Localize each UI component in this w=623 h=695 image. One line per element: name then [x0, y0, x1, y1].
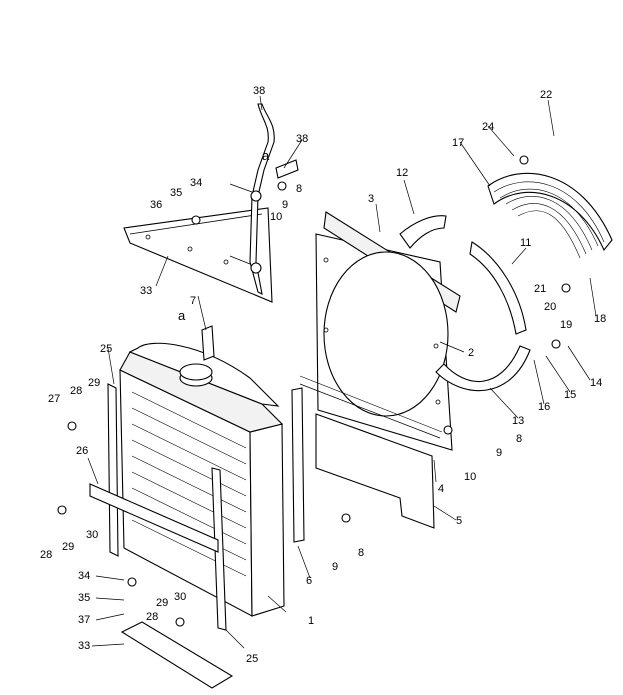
- part-12-shroud-segment: [399, 215, 447, 249]
- part-5-seal-plate: [315, 413, 435, 529]
- callout-12: 12: [396, 167, 408, 179]
- callout-31: 33: [140, 285, 152, 297]
- callout-25b: 25: [246, 653, 258, 665]
- callout-13: 13: [512, 415, 524, 427]
- part-32-bottom-bracket: [120, 621, 234, 689]
- reference-mark-a-1: a: [262, 148, 270, 163]
- callout-19: 19: [560, 319, 572, 331]
- leader-lines: [87, 95, 597, 649]
- callout-29c: 29: [156, 597, 168, 609]
- callout-5: 5: [456, 515, 462, 527]
- callout-7: 7: [190, 295, 196, 307]
- callout-8b: 8: [516, 433, 522, 445]
- callout-17: 17: [452, 137, 464, 149]
- callout-28b: 28: [146, 611, 158, 623]
- callout-24: 24: [482, 121, 494, 133]
- callout-18: 18: [594, 313, 606, 325]
- callout-35b: 37: [78, 614, 90, 626]
- callout-29b: 29: [62, 541, 74, 553]
- callout-21: 21: [534, 283, 546, 295]
- callout-30c: 30: [174, 591, 186, 603]
- callout-28a: 27: [48, 393, 60, 405]
- callout-4: 4: [438, 483, 444, 495]
- callout-22: 22: [540, 89, 552, 101]
- callout-3: 3: [368, 193, 374, 205]
- callout-20: 20: [544, 301, 556, 313]
- callout-9a: 9: [282, 199, 288, 211]
- part-7-bracket: [201, 325, 215, 361]
- callout-2: 2: [468, 347, 474, 359]
- callout-8a: 8: [296, 183, 302, 195]
- callout-9c: 9: [332, 561, 338, 573]
- callout-37: 38: [296, 133, 308, 145]
- callout-15: 15: [564, 389, 576, 401]
- part-3-fan-shroud: [299, 211, 461, 451]
- part-36-pipe: [249, 103, 275, 295]
- callout-30a: 29: [88, 377, 100, 389]
- part-31-plate: [123, 207, 273, 303]
- part-13-ring-segment: [435, 345, 531, 392]
- part-6-strip: [291, 387, 305, 543]
- callout-8c: 8: [358, 547, 364, 559]
- callouts: 38 38 34 35 36 33 7 8 9 10 3 12 17 24 22…: [40, 85, 606, 665]
- callout-36: 38: [253, 85, 265, 97]
- part-37-clamp: [275, 159, 299, 179]
- callout-26: 26: [76, 445, 88, 457]
- callout-33b: 34: [78, 570, 90, 582]
- callout-34a: 35: [170, 187, 182, 199]
- callout-6: 6: [306, 575, 312, 587]
- callout-29a: 28: [70, 385, 82, 397]
- radiator-cap: [179, 363, 213, 387]
- callout-11: 11: [520, 237, 531, 249]
- callout-10b: 10: [464, 471, 476, 483]
- callout-35a: 36: [150, 199, 162, 211]
- part-26-bar: [89, 483, 219, 553]
- callout-30b: 30: [86, 529, 98, 541]
- callout-1: 1: [308, 615, 314, 627]
- part-25-side-strip-left: [107, 383, 119, 557]
- callout-27: 28: [40, 549, 52, 561]
- callout-32: 33: [78, 640, 90, 652]
- part-17-fan-guard: [487, 172, 613, 259]
- callout-10a: 10: [270, 211, 282, 223]
- part-11-ring-segment: [469, 241, 527, 335]
- callout-9b: 9: [496, 447, 502, 459]
- reference-mark-a-2: a: [178, 308, 186, 323]
- callout-14: 14: [590, 377, 602, 389]
- callout-34b: 35: [78, 592, 90, 604]
- callout-16: 16: [538, 401, 550, 413]
- callout-25a: 25: [100, 343, 112, 355]
- callout-33a: 34: [190, 177, 202, 189]
- fasteners: [57, 155, 571, 627]
